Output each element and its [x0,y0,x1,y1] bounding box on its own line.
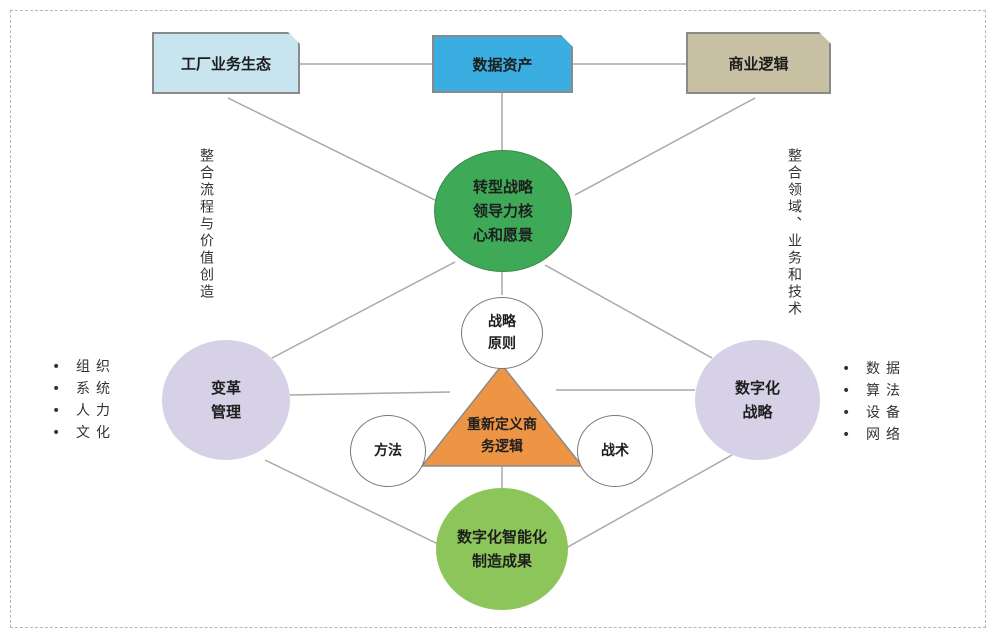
transformation-strategy-circle: 转型战略 领导力核 心和愿景 [434,150,572,272]
center-top-line-3: 心和愿景 [472,226,533,244]
list-item: 文化 [52,422,116,444]
list-item: 算法 [842,380,906,402]
line-factory-center [227,97,446,206]
line-business-center [574,97,756,196]
data-assets-box: 数据资产 [432,35,573,93]
list-item: 组织 [52,356,116,378]
right-circle-line-1: 数字化 [734,379,780,397]
center-top-line-1: 转型战略 [472,178,533,196]
method-label: 方法 [374,442,402,459]
list-item: 网络 [842,424,906,446]
business-logic-label: 商业逻辑 [728,54,789,73]
bottom-circle-line-1: 数字化智能化 [456,528,547,546]
data-assets-label: 数据资产 [472,55,533,74]
digital-manufacturing-results-circle: 数字化智能化 制造成果 [436,488,568,610]
line-right-bottom [565,454,733,549]
list-item: 数据 [842,358,906,380]
orange-triangle [420,363,584,467]
triangle-label: 重新定义商 务逻辑 [452,414,552,459]
line-left-bottom [264,459,441,546]
strategy-principle-line-2: 原则 [488,336,516,352]
method-circle: 方法 [350,415,426,487]
left-bullet-list: 组织 系统 人力 文化 [52,356,116,444]
diagram-frame [10,10,986,628]
change-management-circle: 变革 管理 [162,340,290,460]
triangle-line-2: 务逻辑 [481,439,523,456]
list-item: 系统 [52,378,116,400]
list-item: 设备 [842,402,906,424]
digital-strategy-circle: 数字化 战略 [695,340,820,460]
strategy-principle-circle: 战略 原则 [461,297,543,369]
right-bullet-list: 数据 算法 设备 网络 [842,358,906,446]
left-circle-line-2: 管理 [210,403,241,421]
triangle-line-1: 重新定义商 [467,417,537,433]
bottom-circle-line-2: 制造成果 [471,552,532,570]
line-center-right [544,264,713,359]
list-item: 人力 [52,400,116,422]
line-center-left [271,261,456,359]
left-vertical-text: 整合流程与价值创造 [198,148,214,301]
line-left-triangle [289,391,451,396]
tactics-circle: 战术 [577,415,653,487]
factory-ecosystem-label: 工厂业务生态 [180,54,271,73]
right-circle-line-2: 战略 [742,403,773,421]
right-vertical-text: 整合领域、业务和技术 [786,148,802,318]
business-logic-box: 商业逻辑 [686,32,831,94]
strategy-principle-line-1: 战略 [488,313,516,330]
factory-ecosystem-box: 工厂业务生态 [152,32,300,94]
left-circle-line-1: 变革 [210,379,241,397]
center-top-line-2: 领导力核 [472,202,533,220]
tactics-label: 战术 [601,442,629,459]
